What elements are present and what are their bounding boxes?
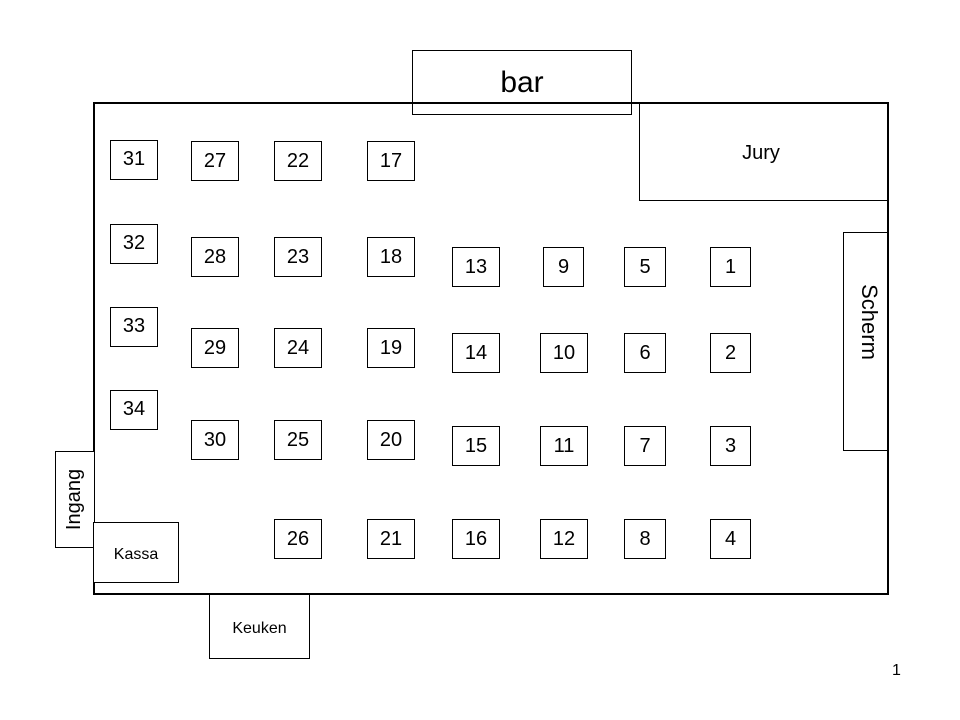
table-number: 15 [464, 434, 488, 457]
table-26[interactable]: 26 [274, 519, 322, 559]
scherm-label: Scherm [856, 283, 882, 360]
ingang-area: Ingang [55, 451, 95, 548]
table-30[interactable]: 30 [191, 420, 239, 460]
table-number: 12 [552, 527, 576, 550]
table-number: 30 [203, 428, 227, 451]
table-21[interactable]: 21 [367, 519, 415, 559]
table-number: 29 [203, 336, 227, 359]
table-number: 4 [724, 527, 737, 550]
table-number: 13 [464, 255, 488, 278]
table-number: 16 [464, 527, 488, 550]
table-3[interactable]: 3 [710, 426, 751, 466]
table-23[interactable]: 23 [274, 237, 322, 277]
table-number: 2 [724, 341, 737, 364]
table-number: 34 [122, 398, 146, 420]
table-34[interactable]: 34 [110, 390, 158, 430]
table-number: 10 [552, 341, 576, 364]
table-24[interactable]: 24 [274, 328, 322, 368]
table-2[interactable]: 2 [710, 333, 751, 373]
table-1[interactable]: 1 [710, 247, 751, 287]
table-number: 1 [724, 255, 737, 278]
table-13[interactable]: 13 [452, 247, 500, 287]
table-number: 28 [203, 245, 227, 268]
table-33[interactable]: 33 [110, 307, 158, 347]
bar-label: bar [500, 65, 544, 99]
table-number: 9 [557, 255, 570, 278]
table-number: 26 [286, 527, 310, 550]
table-16[interactable]: 16 [452, 519, 500, 559]
table-5[interactable]: 5 [624, 247, 666, 287]
table-number: 25 [286, 428, 310, 451]
jury-area: Jury [639, 103, 888, 201]
table-number: 20 [379, 428, 403, 451]
table-12[interactable]: 12 [540, 519, 588, 559]
table-10[interactable]: 10 [540, 333, 588, 373]
table-number: 22 [286, 149, 310, 172]
table-20[interactable]: 20 [367, 420, 415, 460]
ingang-label: Ingang [63, 468, 86, 531]
table-number: 24 [286, 336, 310, 359]
table-19[interactable]: 19 [367, 328, 415, 368]
table-4[interactable]: 4 [710, 519, 751, 559]
table-number: 11 [553, 434, 575, 457]
scherm-area: Scherm [843, 232, 888, 451]
page-number: 1 [892, 662, 901, 679]
table-number: 6 [639, 341, 651, 364]
table-number: 5 [639, 255, 651, 278]
table-31[interactable]: 31 [110, 140, 158, 180]
table-number: 14 [464, 341, 488, 364]
table-number: 7 [639, 434, 651, 457]
table-18[interactable]: 18 [367, 237, 415, 277]
table-11[interactable]: 11 [540, 426, 588, 466]
table-number: 32 [122, 232, 146, 254]
table-number: 17 [379, 149, 403, 172]
table-number: 18 [379, 245, 403, 268]
table-14[interactable]: 14 [452, 333, 500, 373]
table-number: 8 [639, 527, 651, 550]
kassa-label: Kassa [113, 545, 159, 563]
bar-area: bar [412, 50, 632, 115]
table-number: 23 [286, 245, 310, 268]
table-27[interactable]: 27 [191, 141, 239, 181]
table-15[interactable]: 15 [452, 426, 500, 466]
room-outline [93, 102, 889, 595]
table-8[interactable]: 8 [624, 519, 666, 559]
table-29[interactable]: 29 [191, 328, 239, 368]
table-6[interactable]: 6 [624, 333, 666, 373]
table-22[interactable]: 22 [274, 141, 322, 181]
table-number: 3 [724, 434, 737, 457]
jury-label: Jury [742, 142, 780, 164]
table-17[interactable]: 17 [367, 141, 415, 181]
table-number: 27 [203, 149, 227, 172]
table-7[interactable]: 7 [624, 426, 666, 466]
table-number: 19 [379, 336, 403, 359]
table-number: 31 [122, 148, 146, 170]
table-number: 21 [379, 527, 403, 550]
table-9[interactable]: 9 [543, 247, 584, 287]
table-32[interactable]: 32 [110, 224, 158, 264]
table-25[interactable]: 25 [274, 420, 322, 460]
kassa-area: Kassa [93, 522, 179, 583]
table-number: 33 [122, 315, 146, 337]
keuken-label: Keuken [232, 619, 287, 637]
table-28[interactable]: 28 [191, 237, 239, 277]
keuken-area: Keuken [209, 594, 310, 659]
